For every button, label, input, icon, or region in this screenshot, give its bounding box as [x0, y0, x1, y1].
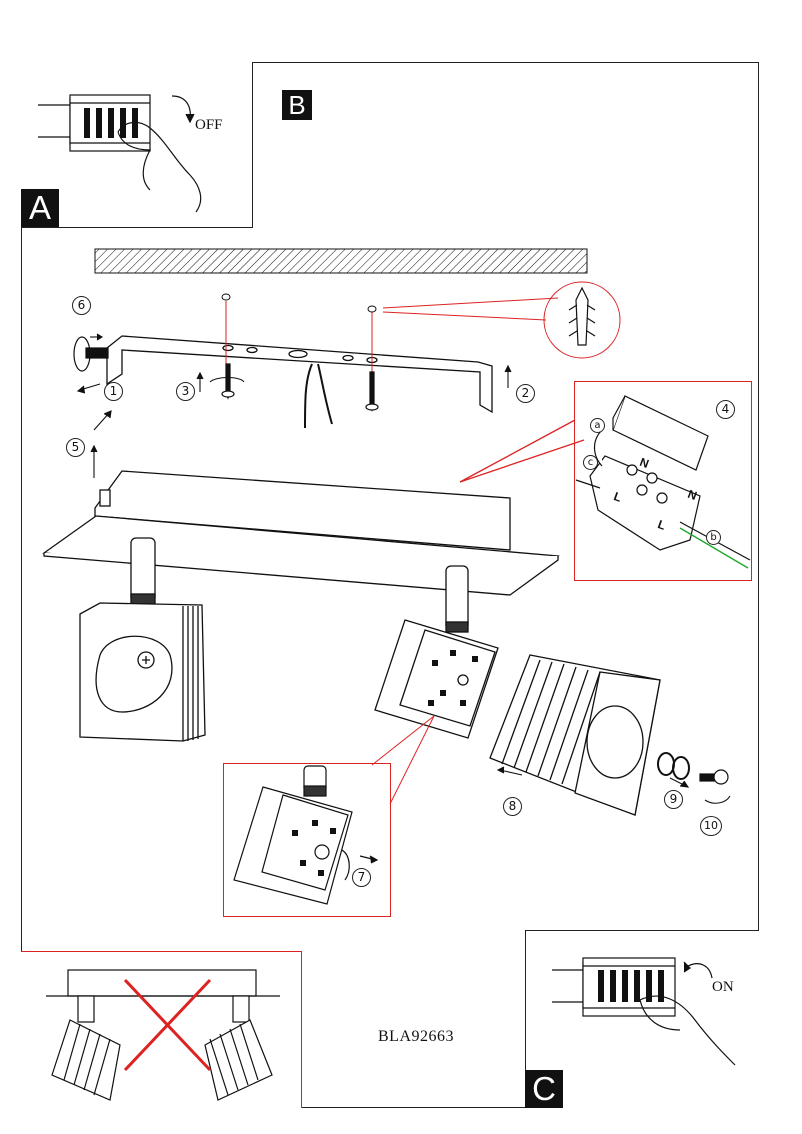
- ceiling-hole-right: [367, 305, 377, 313]
- wiring-detail-drawing: [575, 395, 751, 569]
- breaker-on-drawing: [552, 957, 736, 1066]
- switch-off-label: OFF: [195, 117, 223, 133]
- drill-guide-lines: [225, 281, 621, 372]
- model-code: BLA92663: [378, 1028, 454, 1045]
- screw-right: [365, 371, 379, 412]
- spot-screw-detail-drawing: [233, 765, 379, 905]
- ceiling-surface: [94, 248, 588, 274]
- ceiling-hole-left: [221, 293, 231, 301]
- callout-c: c: [583, 455, 598, 470]
- panel-a-letter: A: [21, 189, 59, 227]
- do-not-x-mark: [123, 978, 212, 1072]
- motion-arrows: [76, 333, 512, 478]
- step-9-marker: 9: [664, 790, 683, 809]
- wall-plug-icon: [568, 286, 596, 346]
- step-8-marker: 8: [503, 797, 522, 816]
- spot-washers: [657, 752, 690, 780]
- step-7-marker: 7: [352, 868, 371, 887]
- wrong-installation-drawing: [46, 969, 280, 1101]
- step-4-marker: 4: [716, 400, 735, 419]
- spot-screw-detail-box: [223, 763, 391, 917]
- panel-b-letter: B: [282, 90, 312, 120]
- zoom-7-guide: [371, 715, 435, 805]
- mounting-bracket: [106, 335, 493, 414]
- instruction-sheet-frame: [21, 62, 759, 1108]
- supply-cable: [304, 363, 333, 429]
- head-arrows: [496, 766, 731, 804]
- spotlight-right-back: [374, 565, 499, 739]
- callout-b: b: [706, 530, 721, 545]
- step-10-marker: 10: [700, 816, 722, 836]
- step-6-marker: 6: [72, 296, 91, 315]
- side-fixing-screw: [73, 336, 109, 372]
- step-1-marker: 1: [104, 382, 123, 401]
- switch-on-label: ON: [712, 979, 734, 995]
- step-3-marker: 3: [176, 382, 195, 401]
- callout-a: a: [590, 418, 605, 433]
- spotlight-right-head: [489, 654, 661, 816]
- fixture-base-plate: [42, 419, 585, 596]
- breaker-off-drawing: [38, 94, 202, 213]
- screw-left: [221, 363, 235, 400]
- step-2-marker: 2: [516, 384, 535, 403]
- spotlight-left: [79, 537, 206, 742]
- spot-fixing-screw: [699, 769, 729, 785]
- wiring-detail-box: [574, 381, 752, 581]
- panel-c-letter: C: [525, 1070, 563, 1108]
- step-5-marker: 5: [66, 438, 85, 457]
